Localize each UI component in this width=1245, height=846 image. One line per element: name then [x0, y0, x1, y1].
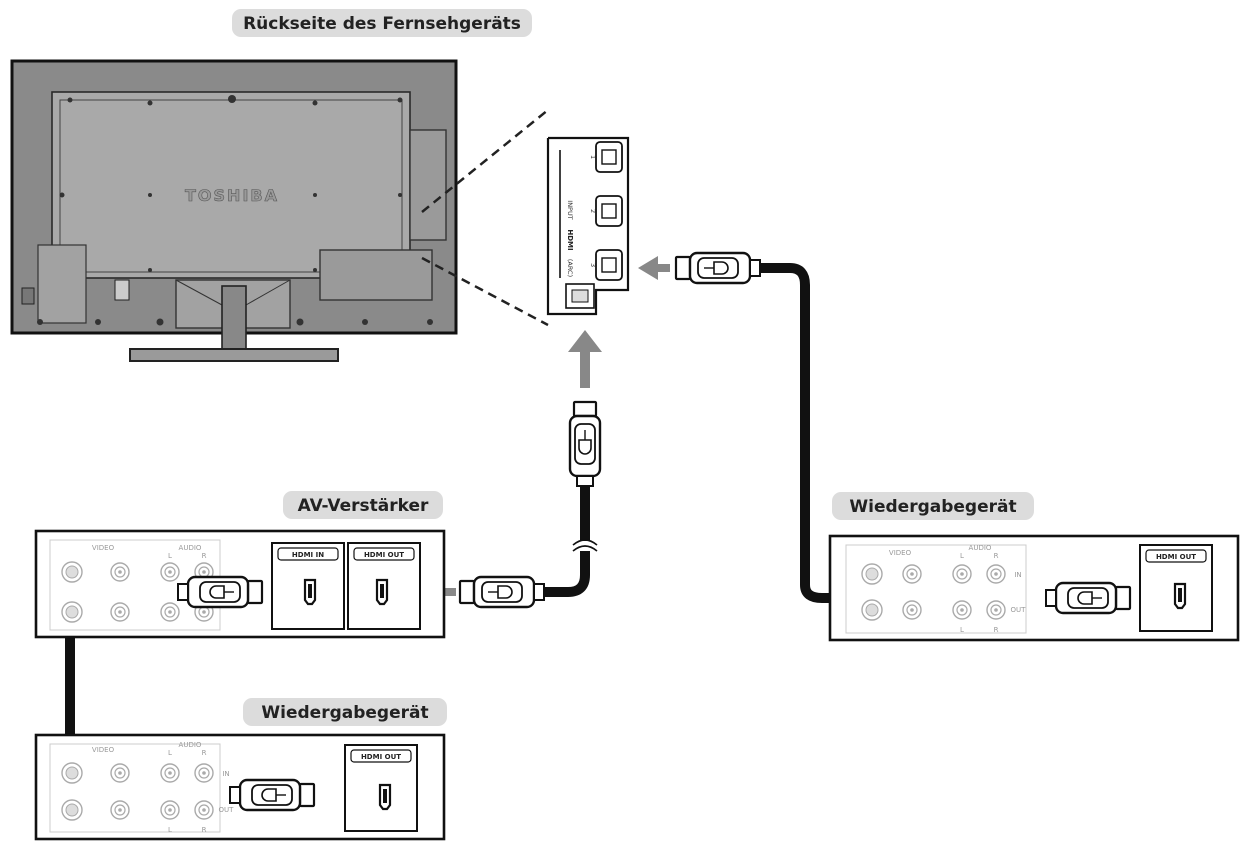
svg-text:Wiedergabegerät: Wiedergabegerät [261, 703, 428, 723]
svg-text:3: 3 [589, 263, 597, 267]
av-amplifier: VIDEO AUDIO L R HDMI IN HDMI OUT [34, 529, 446, 639]
svg-text:R: R [202, 552, 207, 560]
svg-text:2: 2 [589, 209, 597, 213]
svg-text:R: R [994, 626, 999, 634]
svg-text:AV-Verstärker: AV-Verstärker [298, 496, 429, 516]
svg-text:R: R [202, 826, 207, 834]
svg-text:Rückseite des Fernsehgeräts: Rückseite des Fernsehgeräts [243, 14, 521, 34]
svg-text:Wiedergabegerät: Wiedergabegerät [849, 497, 1016, 517]
svg-text:IN: IN [222, 770, 229, 778]
tv-brand-logo: TOSHIBA [185, 186, 279, 205]
svg-text:1: 1 [589, 155, 597, 159]
hdmi-plug-tv-arc [568, 400, 602, 488]
hdmi-plug-playback-right [1044, 581, 1132, 615]
svg-text:HDMI IN: HDMI IN [292, 551, 324, 559]
label-av-amplifier: AV-Verstärker [283, 491, 443, 519]
playback-device-right: VIDEO AUDIO L R IN OUT L R HDMI OUT [828, 534, 1240, 642]
svg-text:R: R [202, 749, 207, 757]
svg-text:HDMI OUT: HDMI OUT [361, 753, 401, 761]
svg-text:IN: IN [1014, 571, 1021, 579]
av-hdmi-in-port: HDMI IN [271, 542, 345, 630]
label-playback-device-right: Wiedergabegerät [832, 492, 1034, 520]
av-hdmi-out-port: HDMI OUT [347, 542, 421, 630]
tv-rear: TOSHIBA [10, 59, 458, 362]
tv-hdmi-port-1: 1 [589, 141, 623, 173]
svg-text:OUT: OUT [219, 806, 235, 814]
svg-text:VIDEO: VIDEO [889, 549, 912, 557]
tv-port-panel: INPUT HDMI (ARC) 1 2 3 [546, 136, 630, 316]
svg-text:VIDEO: VIDEO [92, 544, 115, 552]
svg-text:L: L [960, 552, 964, 560]
hdmi-plug-av-out [458, 575, 546, 609]
svg-text:VIDEO: VIDEO [92, 746, 115, 754]
playback-bottom-hdmi-out-port: HDMI OUT [344, 744, 418, 832]
svg-text:HDMI OUT: HDMI OUT [1156, 553, 1196, 561]
hdmi-plug-av-in [176, 575, 264, 609]
svg-text:(ARC): (ARC) [566, 259, 574, 277]
playback-right-hdmi-out-port: HDMI OUT [1139, 544, 1213, 632]
svg-text:L: L [168, 826, 172, 834]
svg-text:L: L [168, 749, 172, 757]
hdmi-plug-tv-hdmi3 [674, 251, 762, 285]
zoom-lines [421, 109, 549, 327]
tv-hdmi-port-2: 2 [589, 195, 623, 227]
svg-text:L: L [960, 626, 964, 634]
svg-text:HDMI OUT: HDMI OUT [364, 551, 404, 559]
svg-text:INPUT: INPUT [566, 200, 574, 219]
svg-text:AUDIO: AUDIO [179, 741, 202, 749]
svg-text:HDMI: HDMI [566, 229, 574, 250]
label-playback-device-bottom: Wiedergabegerät [243, 698, 447, 726]
svg-text:AUDIO: AUDIO [179, 544, 202, 552]
cable-break [572, 539, 598, 552]
label-tv-rear: Rückseite des Fernsehgeräts [232, 9, 532, 37]
svg-text:AUDIO: AUDIO [969, 544, 992, 552]
tv-hdmi-port-3: 3 [589, 249, 623, 281]
hdmi-plug-playback-bottom [228, 778, 316, 812]
svg-text:R: R [994, 552, 999, 560]
svg-text:OUT: OUT [1011, 606, 1027, 614]
svg-text:L: L [168, 552, 172, 560]
